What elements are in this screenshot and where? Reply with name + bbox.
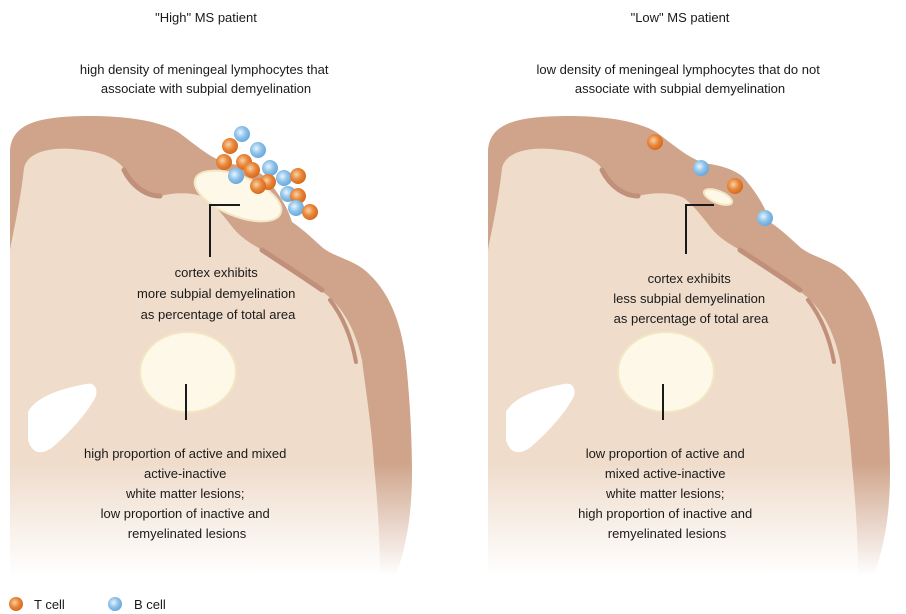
cortex-line: as percentage of total area xyxy=(614,311,769,326)
cortex-line: less subpial demyelination xyxy=(613,291,765,306)
lesion-line: white matter lesions; xyxy=(125,486,245,501)
lesion-line: low proportion of active and xyxy=(586,446,745,461)
t-cell-legend-icon xyxy=(9,597,23,611)
t-cell xyxy=(302,204,318,220)
lesion-line: mixed active-inactive xyxy=(605,466,726,481)
cortex-line: more subpial demyelination xyxy=(137,286,295,301)
panel-title: "High" MS patient xyxy=(155,10,257,25)
cortex-line: cortex exhibits xyxy=(648,271,732,286)
panel-subtitle: high density of meningeal lymphocytes th… xyxy=(80,62,332,96)
t-cell xyxy=(222,138,238,154)
b-cell-legend-icon xyxy=(108,597,122,611)
panel-high: "High" MS patient high density of mening… xyxy=(0,10,420,576)
lesion-line: high proportion of active and mixed xyxy=(84,446,286,461)
b-cell xyxy=(228,168,244,184)
legend-label-b-cell: B cell xyxy=(134,597,166,612)
lesion-line: remyelinated lesions xyxy=(128,526,247,541)
cortex-line: cortex exhibits xyxy=(175,265,259,280)
legend-label-t-cell: T cell xyxy=(34,597,65,612)
panel-subtitle-line: high density of meningeal lymphocytes th… xyxy=(80,62,329,77)
t-cell xyxy=(250,178,266,194)
panel-subtitle-line: low density of meningeal lymphocytes tha… xyxy=(537,62,821,77)
b-cell xyxy=(288,200,304,216)
t-cell xyxy=(290,168,306,184)
b-cell xyxy=(250,142,266,158)
panel-subtitle-line: associate with subpial demyelination xyxy=(101,81,311,96)
t-cell xyxy=(727,178,743,194)
b-cell xyxy=(276,170,292,186)
t-cell xyxy=(216,154,232,170)
lesion-line: white matter lesions; xyxy=(605,486,725,501)
t-cell xyxy=(244,162,260,178)
b-cell xyxy=(234,126,250,142)
panel-low: "Low" MS patient low density of meningea… xyxy=(478,10,898,576)
t-cell xyxy=(647,134,663,150)
lesion-line: active-inactive xyxy=(144,466,226,481)
lesion-line: high proportion of inactive and xyxy=(578,506,752,521)
legend: T cell B cell xyxy=(9,597,166,612)
b-cell xyxy=(262,160,278,176)
cortex-line: as percentage of total area xyxy=(141,307,296,322)
lesion-line: low proportion of inactive and xyxy=(101,506,270,521)
b-cell xyxy=(693,160,709,176)
panel-subtitle: low density of meningeal lymphocytes tha… xyxy=(537,62,824,96)
lesion-line: remyelinated lesions xyxy=(608,526,727,541)
b-cell xyxy=(757,210,773,226)
panel-title: "Low" MS patient xyxy=(631,10,730,25)
panel-subtitle-line: associate with subpial demyelination xyxy=(575,81,785,96)
